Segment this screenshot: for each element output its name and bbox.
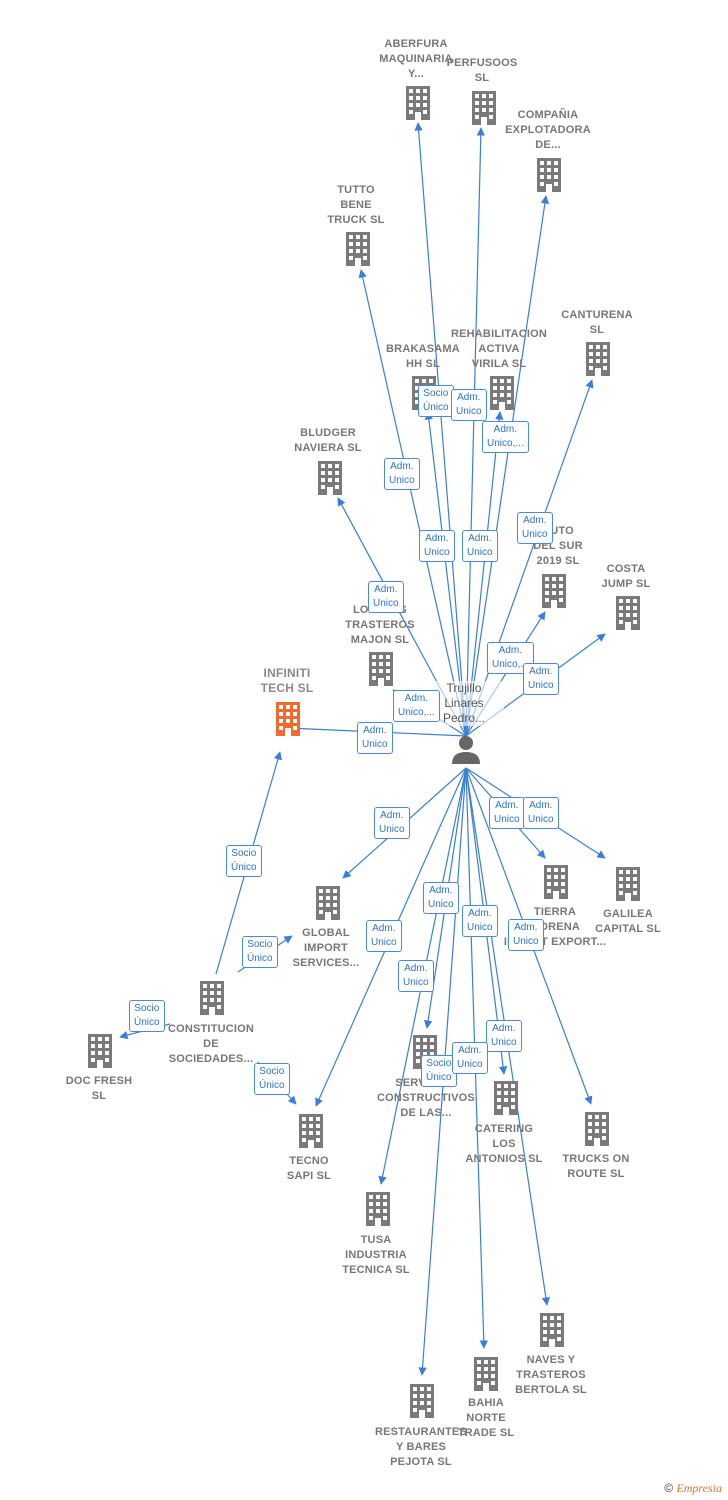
building-icon[interactable] [616,596,640,630]
relation-badge: Adm. Unico,... [482,421,529,453]
building-icon[interactable] [346,232,370,266]
relation-badge: Socio Único [226,845,262,877]
company-label-brakasama[interactable]: BRAKASAMA HH SL [386,343,460,370]
relation-badge: Adm. Unico [523,663,559,695]
relation-badge: Socio Único [242,936,278,968]
relation-badge: Adm. Unico [517,512,553,544]
relation-badge: Adm. Unico [398,960,434,992]
relation-badge: Adm. Unico [419,530,455,562]
company-label-global[interactable]: GLOBAL IMPORT SERVICES... [292,927,360,969]
building-icon[interactable] [406,86,430,120]
edge-perfusoos [465,127,486,737]
edge-tutto [358,269,467,737]
edge-aberfura [414,122,467,737]
building-icon[interactable] [299,1114,323,1148]
building-icon[interactable] [616,867,640,901]
person-icon[interactable] [452,736,480,764]
relation-badge: Socio Único [418,385,454,417]
relation-badge: Adm. Unico [523,797,559,829]
building-icon[interactable] [369,652,393,686]
relation-badge: Socio Único [421,1055,457,1087]
building-icon[interactable] [316,886,340,920]
company-label-infiniti[interactable]: INFINITI TECH SL [260,666,314,695]
company-label-bahia[interactable]: BAHIA NORTE TRADE SL [457,1397,515,1439]
relation-badge: Adm. Unico [508,919,544,951]
company-label-naves[interactable]: NAVES Y TRASTEROS BERTOLA SL [515,1354,587,1396]
company-label-aberfura[interactable]: ABERFURA MAQUINARIA Y... [379,38,453,80]
relation-badge: Adm. Unico [374,807,410,839]
relation-badge: Adm. Unico [384,458,420,490]
company-label-catering[interactable]: CATERING LOS ANTONIOS SL [465,1123,543,1165]
building-icon[interactable] [540,1313,564,1347]
relation-badge: Socio Único [254,1063,290,1095]
company-label-tusa[interactable]: TUSA INDUSTRIA TECNICA SL [342,1234,410,1276]
building-icon[interactable] [585,1112,609,1146]
edge-canturena [465,379,594,737]
company-label-canturena[interactable]: CANTURENA SL [561,309,633,336]
company-label-tecno[interactable]: TECNO SAPI SL [286,1155,332,1182]
building-icon[interactable] [490,376,514,410]
relation-badge: Adm. Unico [489,797,525,829]
relation-badge: Adm. Unico [462,905,498,937]
relation-badge: Adm. Unico [357,722,393,754]
company-label-restaurantes[interactable]: RESTAURANTES Y BARES PEJOTA SL [374,1426,468,1468]
building-icon[interactable] [494,1081,518,1115]
relation-badge: Adm. Unico [423,882,459,914]
footer-credit: © Empresia [664,1481,722,1496]
company-label-compania[interactable]: COMPAÑIA EXPLOTADORA DE... [505,109,591,151]
building-icon[interactable] [366,1192,390,1226]
building-icon[interactable] [318,461,342,495]
relation-badge: Adm. Unico [366,920,402,952]
company-label-tutto[interactable]: TUTTO BENE TRUCK SL [327,184,385,226]
relation-badge: Adm. Unico [368,581,404,613]
company-label-trucks[interactable]: TRUCKS ON ROUTE SL [562,1153,630,1180]
building-icon[interactable] [200,981,224,1015]
company-label-galilea[interactable]: GALILEA CAPITAL SL [595,908,661,935]
relation-badge: Adm. Unico [451,389,487,421]
brand-logo: Empresia [676,1481,722,1495]
company-label-constitucion[interactable]: CONSTITUCION DE SOCIEDADES... [167,1023,255,1065]
building-icon[interactable] [586,342,610,376]
relation-badge: Adm. Unico [486,1020,522,1052]
relation-badge: Adm. Unico [462,530,498,562]
company-label-docfresh[interactable]: DOC FRESH SL [65,1075,133,1102]
company-label-bludger[interactable]: BLUDGER NAVIERA SL [294,427,362,454]
building-icon[interactable] [88,1034,112,1068]
company-label-perfusoos[interactable]: PERFUSOOS SL [446,57,518,84]
edge-compania [465,195,550,737]
relation-badge: Socio Único [129,1000,165,1032]
building-icon[interactable] [276,702,300,736]
copyright-symbol: © [664,1481,674,1495]
building-icon[interactable] [537,158,561,192]
relation-badge: Adm. Unico [452,1042,488,1074]
building-icon[interactable] [544,865,568,899]
relation-badge: Adm. Unico,... [487,642,534,674]
relation-badge: Adm. Unico,... [393,690,440,722]
company-label-costa[interactable]: COSTA JUMP SL [601,563,651,590]
company-label-rehab[interactable]: REHABILITACION ACTIVA VIRILA SL [450,328,548,370]
person-label[interactable]: Trujillo Linares Pedro... [424,681,504,726]
